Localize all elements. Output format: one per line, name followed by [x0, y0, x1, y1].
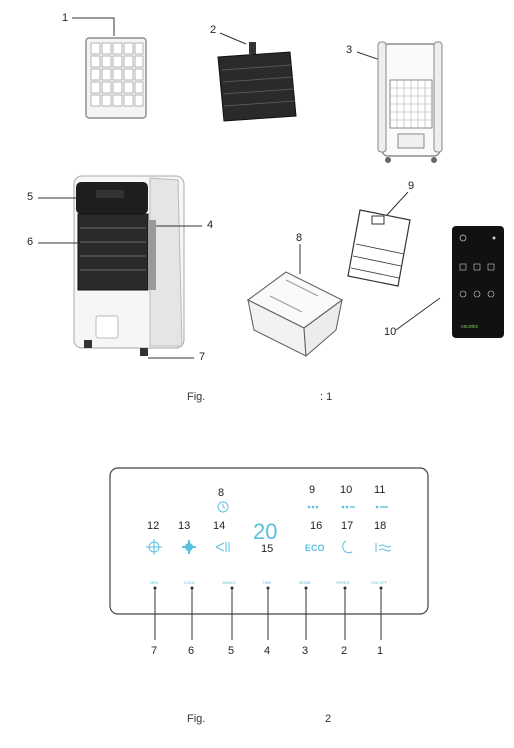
button-num-4: 4	[264, 645, 271, 657]
temperature-display: 20	[253, 519, 277, 544]
callout-2: 2	[210, 24, 217, 36]
panel-num-11: 11	[374, 484, 386, 496]
panel-num-17: 17	[341, 520, 354, 532]
figure-2-caption-prefix: Fig.	[187, 713, 206, 725]
speed-low-icon	[307, 505, 319, 509]
callout-1: 1	[62, 12, 69, 24]
remote-brand-text: cecotec	[461, 324, 479, 330]
water-tank-drawing	[246, 271, 344, 358]
cooler-back-drawing	[377, 41, 443, 163]
callout-4: 4	[207, 219, 214, 231]
callout-6: 6	[27, 236, 34, 248]
panel-num-8: 8	[218, 487, 225, 499]
button-num-2: 2	[341, 645, 348, 657]
figure-1-caption-prefix: Fig.	[187, 391, 206, 403]
cool-icon	[182, 540, 196, 554]
swing-icon	[215, 542, 230, 552]
button-label-mode: MODE	[299, 580, 311, 585]
callout-9: 9	[408, 180, 415, 192]
panel-num-16: 16	[310, 520, 323, 532]
button-num-1: 1	[377, 645, 384, 657]
figure-1-caption-number: : 1	[320, 391, 333, 403]
panel-num-10: 10	[340, 484, 353, 496]
figure-2-caption-number: 2	[325, 713, 332, 725]
button-num-7: 7	[151, 645, 158, 657]
callout-8: 8	[296, 232, 303, 244]
panel-num-18: 18	[374, 520, 387, 532]
panel-num-14: 14	[213, 520, 226, 532]
button-num-6: 6	[188, 645, 195, 657]
panel-outline	[109, 467, 429, 615]
natural-mode-icon	[375, 543, 392, 552]
button-label-speed: SPEED	[336, 580, 350, 585]
leader-line-1	[72, 17, 115, 36]
button-num-5: 5	[228, 645, 235, 657]
panel-num-9: 9	[309, 484, 316, 496]
panel-num-15: 15	[261, 543, 274, 555]
tank-insert-drawing	[347, 209, 411, 287]
ionizer-icon	[146, 539, 162, 555]
button-label-swing: SWING	[222, 580, 236, 585]
eco-icon: ECO	[305, 543, 325, 553]
control-panel-drawing: ECO 20 NPA COOL SWING TIME MODE SPEED ON…	[109, 467, 429, 640]
callout-10: 10	[384, 326, 397, 338]
honeycomb-filter-drawing	[85, 37, 147, 119]
timer-icon	[217, 501, 229, 513]
button-label-onoff: ON/ OFF	[371, 580, 388, 585]
button-leader-lines	[154, 588, 382, 640]
callout-3: 3	[346, 44, 353, 56]
callout-5: 5	[27, 191, 34, 203]
sleep-icon	[342, 540, 353, 554]
callout-7: 7	[199, 351, 206, 363]
button-label-cool: COOL	[184, 580, 196, 585]
remote-control-drawing: cecotec	[452, 226, 504, 338]
speed-mid-icon	[341, 505, 355, 509]
button-label-time: TIME	[262, 580, 272, 585]
cooler-front-drawing	[73, 175, 185, 356]
speed-high-icon	[375, 505, 388, 509]
figure-1-drawings: cecotec	[38, 17, 504, 359]
panel-num-12: 12	[147, 520, 160, 532]
panel-num-13: 13	[178, 520, 191, 532]
button-label-npa: NPA	[150, 580, 158, 585]
dark-filter-drawing	[217, 42, 297, 122]
button-num-3: 3	[302, 645, 309, 657]
